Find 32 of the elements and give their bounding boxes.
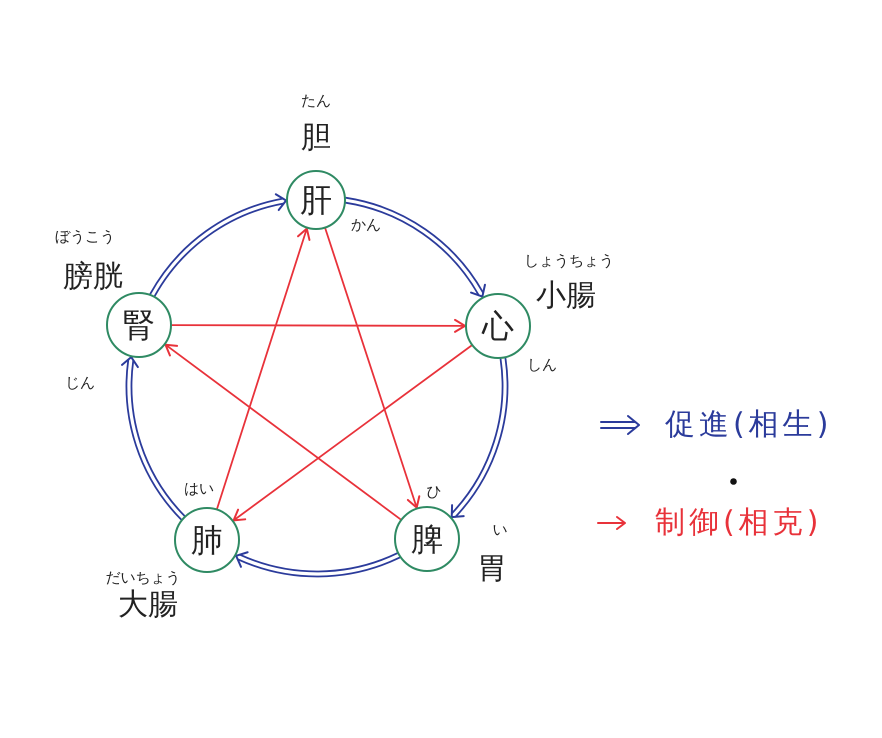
double-arrow (150, 194, 288, 297)
organ-label: 胆 (301, 123, 331, 153)
arrow (324, 228, 420, 509)
arrow (232, 344, 472, 522)
organ-label: 大腸 (118, 590, 178, 620)
double-arrow (450, 358, 508, 518)
reading-label: かん (351, 218, 381, 232)
reading-label: だいちょう (106, 570, 180, 586)
double-arrow (234, 550, 400, 578)
organ-label: 胃 (477, 554, 507, 584)
reading-label: じん (65, 376, 95, 390)
double-arrow (121, 356, 186, 520)
legend-label: 促進(相生) (665, 410, 832, 440)
reading-label: たん (301, 94, 331, 108)
reading-label: い (492, 522, 508, 538)
reading-label: ひ (426, 484, 442, 500)
arrow (216, 228, 310, 510)
organ-circle: 腎 (106, 292, 172, 358)
organ-label: 小腸 (536, 281, 596, 311)
arrow (171, 318, 466, 333)
organ-circle: 肝 (286, 170, 346, 230)
reading-label: ぼうこう (55, 230, 115, 244)
arrow (164, 344, 402, 520)
reading-label: はい (184, 482, 214, 496)
organ-circle: 脾 (394, 506, 460, 572)
double-arrow (344, 196, 486, 298)
reading-label: しん (527, 358, 557, 372)
legend-label: 制御(相克) (655, 508, 822, 538)
organ-circle: 肺 (174, 507, 240, 573)
reading-label: しょうちょう (524, 254, 614, 268)
organ-circle: 心 (465, 293, 531, 359)
organ-label: 膀胱 (63, 262, 123, 292)
